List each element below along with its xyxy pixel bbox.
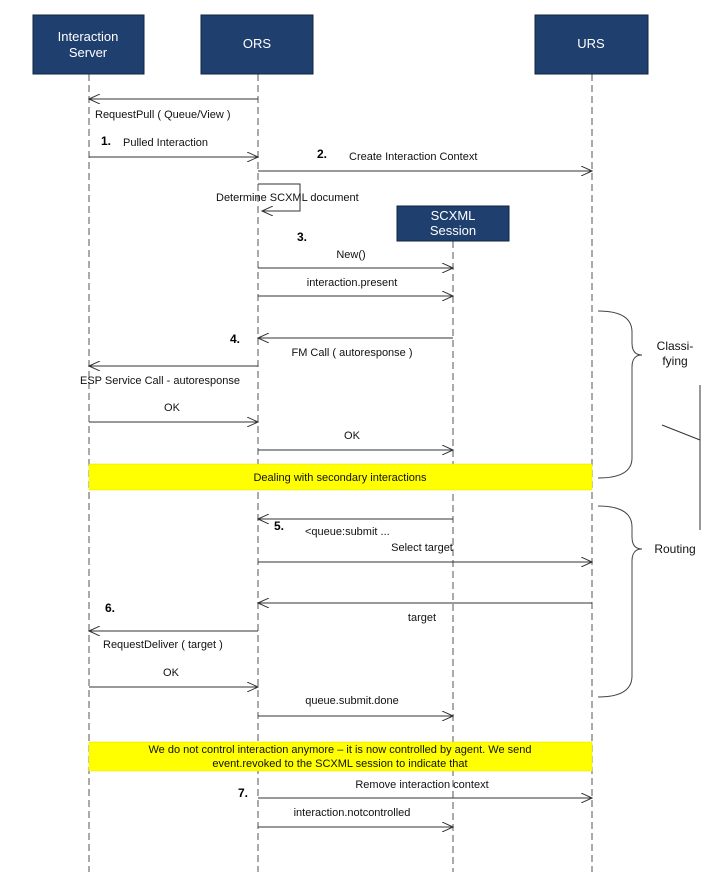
step-number-5: 5. bbox=[274, 519, 284, 533]
message-label-esp-service-call: ESP Service Call - autoresponse bbox=[80, 375, 240, 387]
message-label-create-context: Create Interaction Context bbox=[349, 151, 477, 163]
actor-scxml-session-line2: Session bbox=[430, 223, 476, 238]
message-label-notcontrolled: interaction.notcontrolled bbox=[294, 807, 411, 819]
message-label-select-target: Select target bbox=[391, 542, 453, 554]
message-label-pulled-interaction: Pulled Interaction bbox=[123, 137, 208, 149]
phase-label-routing: Routing bbox=[654, 542, 695, 556]
note-control-line1: We do not control interaction anymore – … bbox=[149, 744, 532, 756]
message-label-requestdeliver: RequestDeliver ( target ) bbox=[103, 639, 223, 651]
actor-interaction-server-line1: Interaction bbox=[58, 29, 119, 44]
note-control-revoked: We do not control interaction anymore – … bbox=[88, 741, 593, 772]
phase-label-classifying-line1: Classi- bbox=[657, 339, 694, 353]
message-label-determine-scxml: Determine SCXML document bbox=[216, 192, 359, 204]
message-label-requestpull: RequestPull ( Queue/View ) bbox=[95, 109, 231, 121]
step-number-6: 6. bbox=[105, 601, 115, 615]
actor-interaction-server-line2: Server bbox=[69, 45, 108, 60]
message-label-fm-call: FM Call ( autoresponse ) bbox=[291, 347, 412, 359]
actor-interaction-server: Interaction Server bbox=[32, 14, 145, 75]
note-secondary-interactions: Dealing with secondary interactions bbox=[88, 463, 593, 491]
message-label-target: target bbox=[408, 612, 436, 624]
message-label-queue-submit-done: queue.submit.done bbox=[305, 695, 399, 707]
phase-label-classifying-line2: fying bbox=[662, 354, 687, 368]
message-arrow-determine-scxml bbox=[258, 183, 301, 211]
message-label-ok-3: OK bbox=[163, 667, 180, 679]
step-number-2: 2. bbox=[317, 147, 327, 161]
note-secondary-text: Dealing with secondary interactions bbox=[253, 472, 427, 484]
actor-scxml-session: SCXML Session bbox=[396, 205, 510, 242]
step-number-3: 3. bbox=[297, 230, 307, 244]
brace-classifying bbox=[597, 310, 643, 479]
phase-connector-line bbox=[661, 424, 701, 441]
actor-urs-label: URS bbox=[577, 36, 605, 51]
step-number-1: 1. bbox=[101, 134, 111, 148]
message-label-ok-1: OK bbox=[164, 402, 181, 414]
brace-routing bbox=[597, 505, 643, 698]
actor-ors-label: ORS bbox=[243, 36, 272, 51]
actor-urs: URS bbox=[534, 14, 649, 75]
message-label-remove-context: Remove interaction context bbox=[355, 779, 488, 791]
step-number-4: 4. bbox=[230, 332, 240, 346]
message-label-ok-2: OK bbox=[344, 430, 361, 442]
actor-scxml-session-line1: SCXML bbox=[431, 208, 476, 223]
message-label-queue-submit: <queue:submit ... bbox=[305, 526, 390, 538]
step-number-7: 7. bbox=[238, 786, 248, 800]
note-control-line2: event.revoked to the SCXML session to in… bbox=[212, 758, 467, 770]
message-label-interaction-present: interaction.present bbox=[307, 277, 398, 289]
actor-ors: ORS bbox=[200, 14, 314, 75]
message-label-new: New() bbox=[336, 249, 365, 261]
